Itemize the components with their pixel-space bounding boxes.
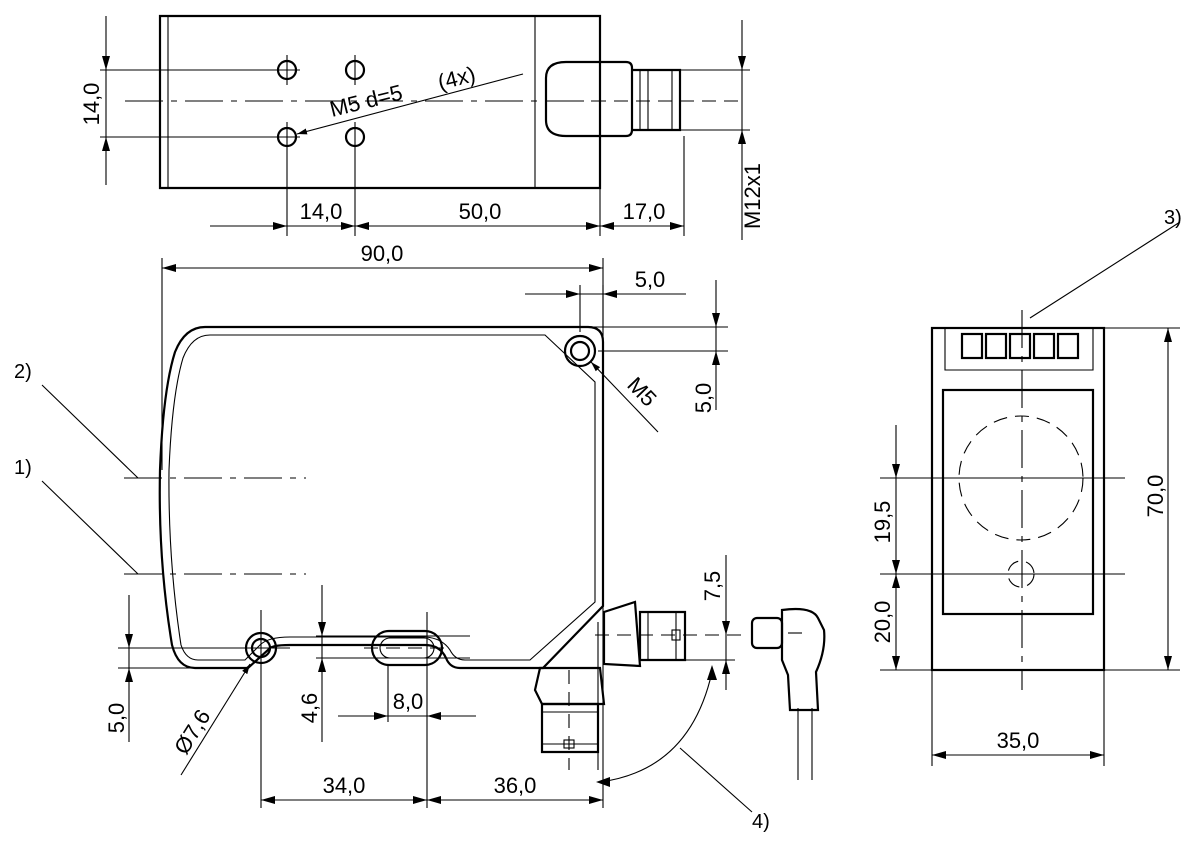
callout-3: 3): [1164, 207, 1182, 229]
front-height-dim: 70,0: [1143, 475, 1168, 518]
hole-pitch-dim: 14,0: [300, 199, 343, 224]
thread-dim: M12x1: [740, 163, 765, 229]
hole-count: (4x): [435, 61, 478, 94]
hole-to-slot-dim: 34,0: [323, 773, 366, 798]
slot-to-end-dim: 36,0: [494, 773, 537, 798]
corner-x-dim: 5,0: [635, 267, 666, 292]
front-view: 3) 70,0 19,5 20,0 35,0: [870, 207, 1182, 766]
length-dim: 90,0: [361, 241, 404, 266]
side-view: 90,0 5,0 5,0 M5 2) 1): [14, 241, 826, 833]
optics-bottom-dim: 20,0: [870, 601, 895, 644]
front-width-dim: 35,0: [997, 728, 1040, 753]
top-connector: [544, 60, 750, 138]
connector-height-dim: 7,5: [700, 571, 725, 602]
slot-width-dim: 8,0: [393, 689, 424, 714]
callout-2: 2): [14, 361, 32, 383]
to-connector-dim: 50,0: [459, 199, 502, 224]
callout-1: 1): [14, 457, 32, 479]
callout-4: 4): [752, 811, 770, 833]
connector-length-dim: 17,0: [623, 199, 666, 224]
top-view: 14,0 M5 d=5 (4x) M12x1 14,0 50,0 17,0: [79, 14, 765, 240]
corner-y-dim: 5,0: [691, 383, 716, 414]
hole-dia-dim: Ø7,6: [169, 705, 215, 759]
top-height-dim: 14,0: [79, 83, 104, 126]
optics-spacing-dim: 19,5: [870, 501, 895, 544]
mount-thread: M5: [622, 372, 661, 411]
side-connector: [533, 600, 745, 770]
status-leds: [960, 332, 1080, 360]
slot-height-dim: 4,6: [297, 693, 322, 724]
bottom-offset-dim: 5,0: [104, 703, 129, 734]
cable-connector: [750, 607, 826, 780]
